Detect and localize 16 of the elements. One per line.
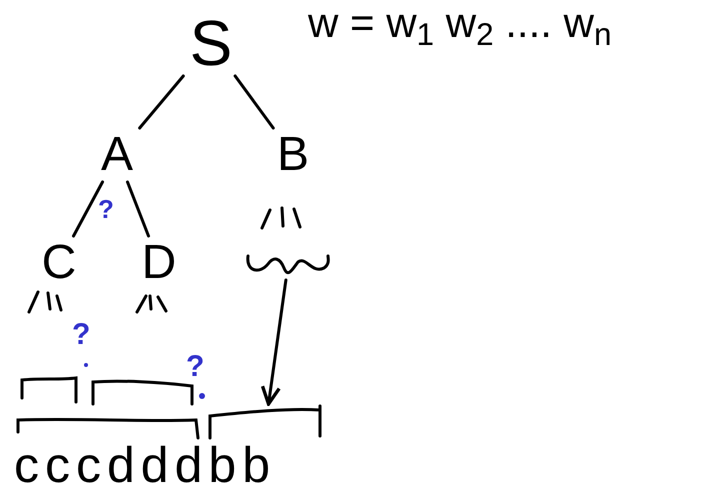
question-mark: ? xyxy=(98,196,114,222)
word-string: cccdddbb xyxy=(14,440,276,490)
arrow xyxy=(260,278,288,406)
tree-node-label: S xyxy=(180,10,242,76)
bracket xyxy=(208,404,324,440)
tree-node-label: A xyxy=(92,128,142,182)
tree-edge xyxy=(234,74,275,130)
tree-node-label: C xyxy=(36,236,82,290)
tree-node-label: B xyxy=(268,128,318,182)
tree-edge xyxy=(126,180,150,238)
tree-edge xyxy=(138,74,185,130)
tree-edge xyxy=(72,180,104,238)
question-mark: ? xyxy=(72,320,90,350)
tree-node-label: D xyxy=(136,236,182,290)
formula-text: w = w$_{1}$ w$_{2}$ .... w$_{n}$ xyxy=(308,2,612,44)
question-mark: ? xyxy=(186,352,204,382)
